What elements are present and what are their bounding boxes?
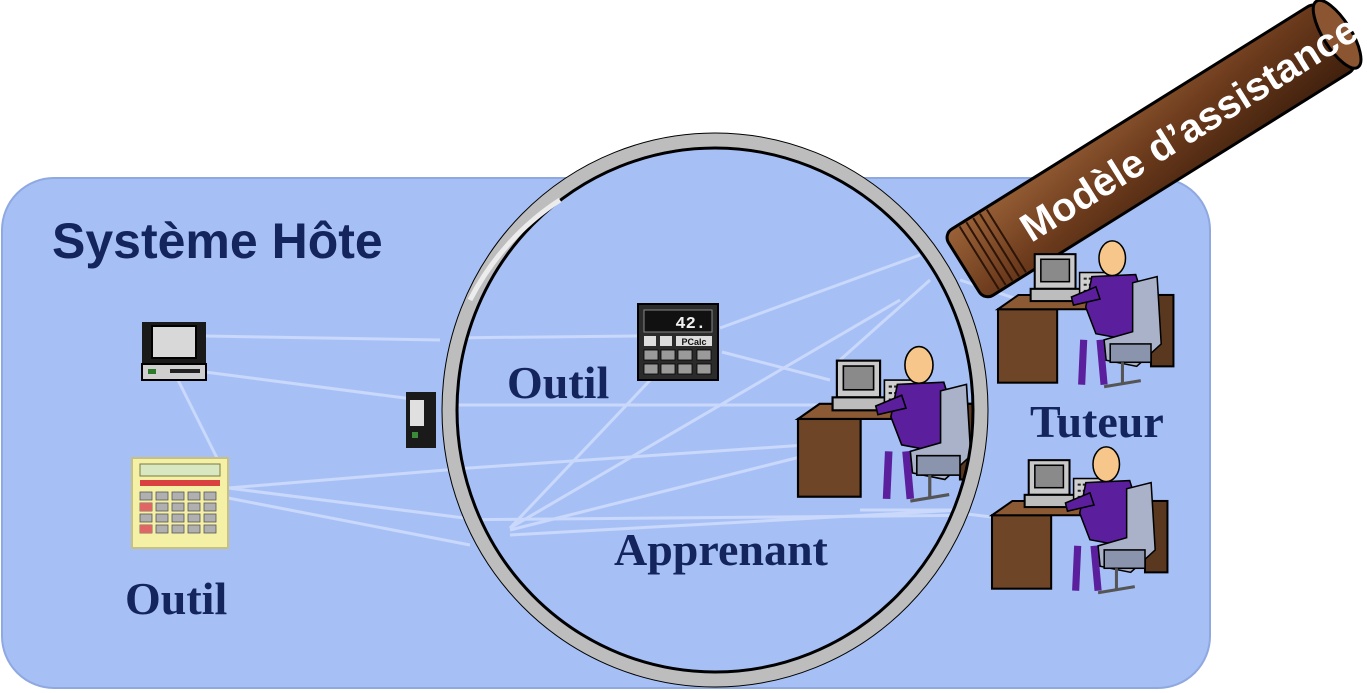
computer-icon	[141, 322, 207, 381]
calculator-pcalc-button: PCalc	[681, 337, 706, 347]
lens-contents: 42. PCalc	[457, 148, 973, 672]
calculator-display: 42.	[675, 315, 706, 334]
tutor-label: Tuteur	[1030, 396, 1164, 447]
network-links	[176, 278, 1021, 547]
printer-icon	[406, 392, 436, 448]
calculator-icon	[131, 457, 229, 549]
learner-label: Apprenant	[614, 524, 829, 575]
pcalc-calculator-icon: 42. PCalc	[637, 303, 719, 381]
host-system-title: Système Hôte	[52, 213, 383, 269]
tool-label-lens: Outil	[507, 357, 609, 408]
tool-label-left: Outil	[125, 573, 227, 624]
